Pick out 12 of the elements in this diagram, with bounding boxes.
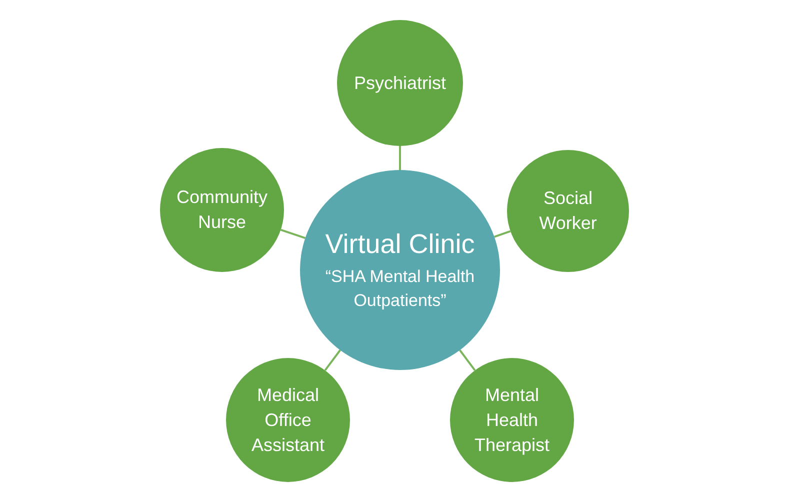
connector-line bbox=[280, 228, 306, 239]
role-label: Community Nurse bbox=[175, 186, 269, 234]
connector-line bbox=[324, 350, 341, 371]
role-label: Psychiatrist bbox=[354, 72, 446, 95]
hub-subtitle: “SHA Mental Health Outpatients” bbox=[324, 266, 476, 312]
role-label: Mental Health Therapist bbox=[473, 384, 551, 457]
connector-line bbox=[399, 146, 401, 170]
connector-line bbox=[459, 350, 476, 371]
role-label: Social Worker bbox=[538, 187, 598, 235]
connector-line bbox=[494, 230, 511, 238]
hub-title: Virtual Clinic bbox=[325, 228, 475, 261]
role-label: Medical Office Assistant bbox=[250, 384, 326, 456]
